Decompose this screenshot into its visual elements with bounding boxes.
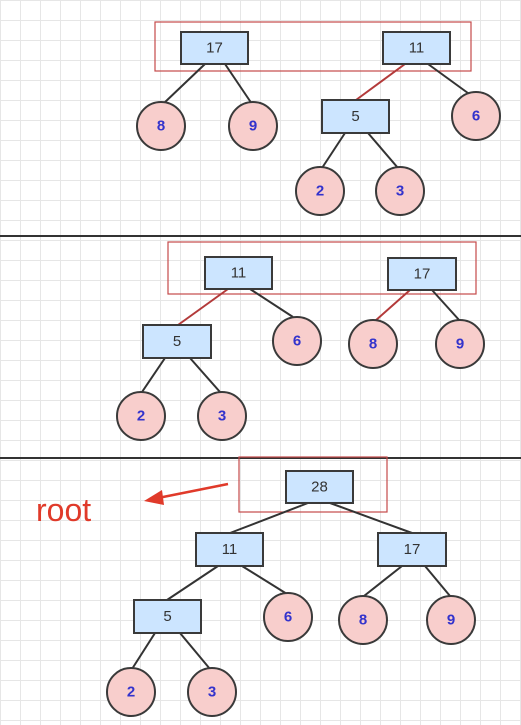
leaf-node: 9: [228, 101, 278, 151]
leaf-node: 8: [348, 319, 398, 369]
internal-node: 17: [387, 257, 457, 291]
leaf-node: 9: [426, 595, 476, 645]
internal-node: 17: [180, 31, 249, 65]
panel-1: 17 8 9 11 5 6 2 3: [136, 21, 501, 216]
edge: [329, 502, 413, 534]
node-weight: 17: [414, 266, 431, 283]
leaf-node: 3: [375, 166, 425, 216]
node-weight: 9: [447, 612, 455, 629]
arrow-left-icon: [144, 482, 229, 505]
panel2-selection-frame: [167, 241, 477, 295]
node-weight: 11: [231, 265, 247, 282]
edge: [179, 632, 211, 670]
leaf-node: 6: [263, 592, 313, 642]
node-weight: 3: [218, 408, 226, 425]
leaf-node: 6: [451, 91, 501, 141]
internal-node: 17: [377, 532, 447, 567]
edge: [224, 63, 253, 105]
node-weight: 9: [249, 118, 257, 135]
leaf-node: 8: [136, 101, 186, 151]
edge: [367, 132, 399, 169]
node-weight: 9: [456, 336, 464, 353]
edge: [249, 288, 294, 318]
node-weight: 11: [409, 40, 425, 57]
node-weight: 6: [293, 333, 301, 350]
root-annotation-label: root: [36, 492, 91, 528]
edge: [166, 565, 219, 601]
node-weight: 8: [369, 336, 377, 353]
node-weight: 5: [173, 333, 181, 350]
node-weight: 17: [404, 541, 421, 558]
internal-node: 5: [321, 99, 390, 134]
node-weight: 11: [222, 541, 238, 558]
internal-node: 5: [142, 324, 212, 359]
internal-node: 11: [382, 31, 451, 65]
edge: [131, 632, 156, 670]
node-weight: 6: [284, 609, 292, 626]
leaf-node: 9: [435, 319, 485, 369]
edge: [363, 565, 403, 597]
internal-node: 11: [195, 532, 264, 567]
node-weight: 3: [208, 684, 216, 701]
node-weight: 8: [157, 118, 165, 135]
edge: [431, 289, 461, 322]
node-weight: 5: [163, 608, 171, 625]
edge: [141, 357, 166, 393]
node-weight: 28: [311, 479, 328, 496]
leaf-node: 2: [116, 391, 166, 441]
internal-node: 11: [204, 256, 273, 290]
edge: [374, 289, 411, 322]
node-weight: 2: [127, 684, 135, 701]
leaf-node: 6: [272, 316, 322, 366]
edge: [355, 63, 406, 101]
edge: [424, 565, 451, 597]
edge: [427, 63, 473, 97]
panel-3: 28 11 5 6 2 3 17 8: [36, 456, 476, 717]
panel1-selection-frame: [154, 21, 472, 72]
leaf-node: 8: [338, 595, 388, 645]
leaf-node: 3: [197, 391, 247, 441]
edge: [321, 132, 346, 169]
node-weight: 2: [316, 183, 324, 200]
node-weight: 5: [351, 108, 359, 125]
leaf-node: 3: [187, 667, 237, 717]
leaf-node: 2: [106, 667, 156, 717]
edge: [177, 288, 229, 326]
node-weight: 17: [206, 40, 223, 57]
panel-2: 11 5 6 2 3 17 8 9: [116, 241, 485, 441]
node-weight: 8: [359, 612, 367, 629]
internal-node: 5: [133, 599, 202, 634]
edge: [241, 565, 288, 595]
leaf-node: 2: [295, 166, 345, 216]
node-weight: 2: [137, 408, 145, 425]
node-weight: 6: [472, 108, 480, 125]
edge: [229, 502, 309, 534]
panel3-selection-frame: [238, 456, 388, 513]
edge: [189, 357, 221, 393]
root-node: 28: [285, 470, 354, 504]
edge: [162, 63, 206, 105]
node-weight: 3: [396, 183, 404, 200]
